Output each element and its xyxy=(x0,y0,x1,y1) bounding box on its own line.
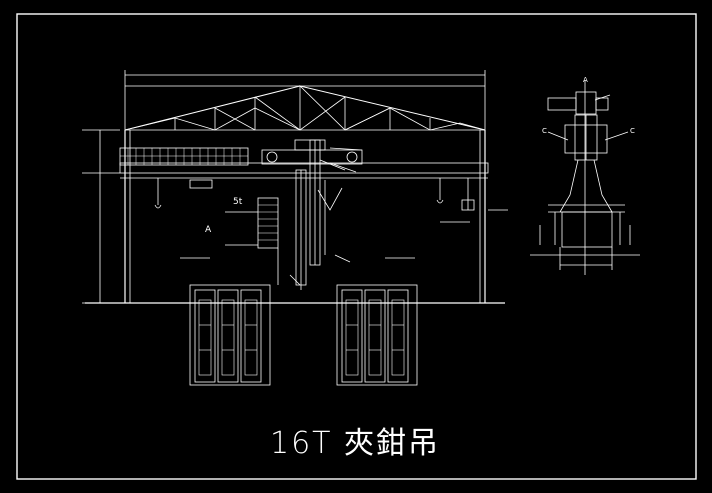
drawing-frame xyxy=(16,13,697,480)
c-label-left: C xyxy=(542,127,547,135)
section-label: A xyxy=(205,225,212,235)
main-elevation xyxy=(82,70,508,304)
drawing-title: 16T 夾鉗吊 xyxy=(270,426,441,461)
side-view xyxy=(530,80,640,275)
section-label-small: A xyxy=(583,76,588,84)
c-label-right: C xyxy=(630,127,635,135)
clamp-pits xyxy=(189,284,418,386)
load-label: 5t xyxy=(233,197,243,207)
